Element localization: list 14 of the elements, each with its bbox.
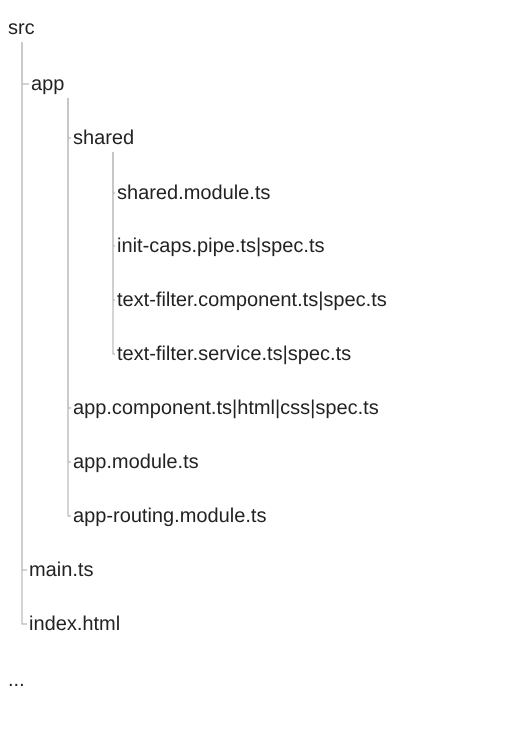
file-tree-entry: shared.module.ts <box>115 180 272 206</box>
file-tree-entry: app.module.ts <box>71 449 201 475</box>
file-tree-entry: app.component.ts|html|css|spec.ts <box>71 395 381 421</box>
file-tree-entry: text-filter.service.ts|spec.ts <box>115 341 354 367</box>
file-tree-entry: app <box>29 71 66 97</box>
ellipsis-text: ... <box>8 668 25 693</box>
file-tree-entry: app-routing.module.ts <box>71 503 268 529</box>
file-tree-entry: main.ts <box>27 557 96 583</box>
tree-connector <box>112 152 116 355</box>
file-tree-entry: index.html <box>27 611 122 637</box>
file-tree-entry: shared <box>71 125 136 151</box>
file-tree-entry: init-caps.pipe.ts|spec.ts <box>115 233 327 259</box>
file-tree-entry: src <box>6 15 37 41</box>
file-tree-entry: text-filter.component.ts|spec.ts <box>115 287 389 313</box>
